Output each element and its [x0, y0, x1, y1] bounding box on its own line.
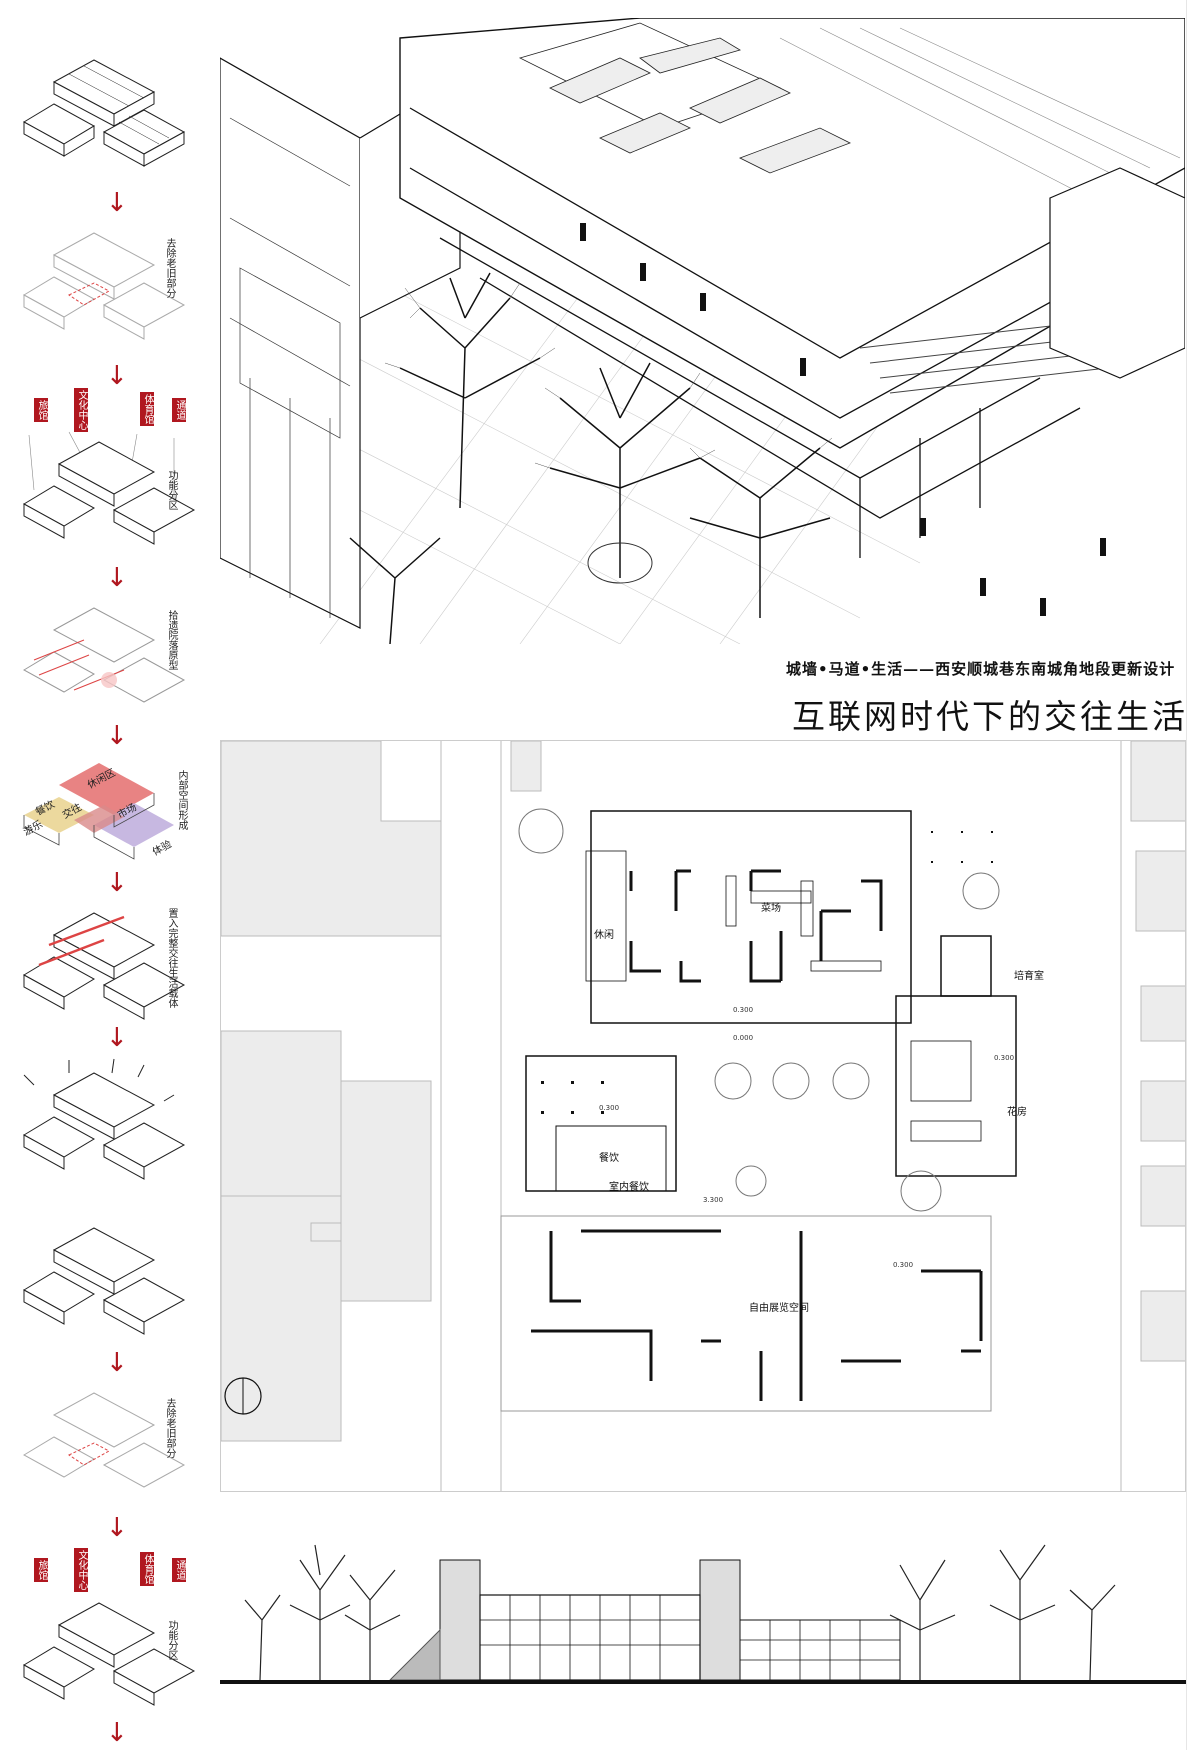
- function-tag-hotel: 旅馆: [34, 398, 48, 422]
- sequence-arrow-7: ↓: [106, 1348, 128, 1378]
- function-tag-gym: 体育馆: [140, 392, 154, 426]
- step-3-label: 功能分区: [166, 470, 177, 510]
- step-5-label: 内部空间形成: [176, 770, 187, 830]
- step-8-label: 去除老旧部分: [164, 1398, 175, 1458]
- step-2-label: 去除老旧部分: [164, 238, 175, 298]
- function-tag-culture-center: 文化中心: [74, 388, 88, 432]
- massing-step-9-diagram: [22, 1392, 186, 1488]
- step-4-label: 拾遗院落原型: [166, 610, 177, 670]
- function-tag-gym-2: 体育馆: [140, 1552, 154, 1586]
- axonometric-perspective: [220, 18, 1185, 644]
- room-flower-room: 花房: [1007, 1107, 1027, 1118]
- massing-step-10-diagram: [22, 1602, 196, 1706]
- level-exhibition: 0.300: [893, 1261, 914, 1269]
- room-market: 菜场: [761, 903, 781, 914]
- level-flower-room: 0.300: [994, 1054, 1015, 1062]
- sequence-arrow-1: ↓: [106, 188, 128, 218]
- massing-step-4-diagram: [22, 607, 186, 703]
- sequence-arrow-5: ↓: [106, 868, 128, 898]
- function-tag-passage-2: 通道: [172, 1558, 186, 1582]
- massing-sequence: ↓ 去除老旧部分 ↓ 旅馆 文化中心 体育馆 通道: [14, 30, 214, 1750]
- sequence-arrow-3: ↓: [106, 563, 128, 593]
- sequence-arrow-4: ↓: [106, 721, 128, 751]
- room-dining: 餐饮: [599, 1153, 619, 1164]
- level-courtyard: 0.000: [733, 1034, 754, 1042]
- street-elevation: [220, 1544, 1186, 1684]
- step-6-label: 置入完整交往生活载体: [166, 908, 177, 1008]
- massing-step-1-diagram: [22, 59, 186, 167]
- massing-step-5-diagram: [23, 763, 174, 860]
- step-10-label: 功能分区: [166, 1620, 177, 1660]
- site-plan: 休闲 菜场 餐饮 室内餐饮 培育室 花房 自由展览空间 0.300 0.000 …: [220, 740, 1186, 1492]
- room-nursery: 培育室: [1014, 971, 1044, 982]
- massing-step-7-diagram: [22, 1058, 186, 1180]
- function-tag-passage: 通道: [172, 398, 186, 422]
- site-plan-drawing: [221, 741, 1185, 1491]
- massing-step-3-diagram: [22, 431, 196, 545]
- sequence-arrow-8: ↓: [106, 1513, 128, 1543]
- board-subtitle: 城墙•马道•生活——西安顺城巷东南城角地段更新设计: [786, 660, 1176, 678]
- sequence-arrow-9: ↓: [106, 1718, 128, 1748]
- function-tag-culture-center-2: 文化中心: [74, 1548, 88, 1592]
- board-border: [1186, 0, 1187, 1750]
- massing-step-8-diagram: [22, 1227, 186, 1335]
- function-tag-hotel-2: 旅馆: [34, 1558, 48, 1582]
- level-indoor-dining: 3.300: [703, 1196, 724, 1204]
- room-indoor-dining: 室内餐饮: [609, 1182, 649, 1193]
- level-dining: 0.300: [599, 1104, 620, 1112]
- massing-step-2-diagram: [22, 232, 186, 340]
- room-leisure: 休闲: [594, 930, 614, 941]
- board-title: 互联网时代下的交往生活: [792, 697, 1188, 736]
- sequence-arrow-6: ↓: [106, 1023, 128, 1053]
- massing-step-6-diagram: [22, 912, 186, 1020]
- sequence-arrow-2: ↓: [106, 361, 128, 391]
- room-exhibition: 自由展览空间: [749, 1303, 809, 1314]
- level-market: 0.300: [733, 1006, 754, 1014]
